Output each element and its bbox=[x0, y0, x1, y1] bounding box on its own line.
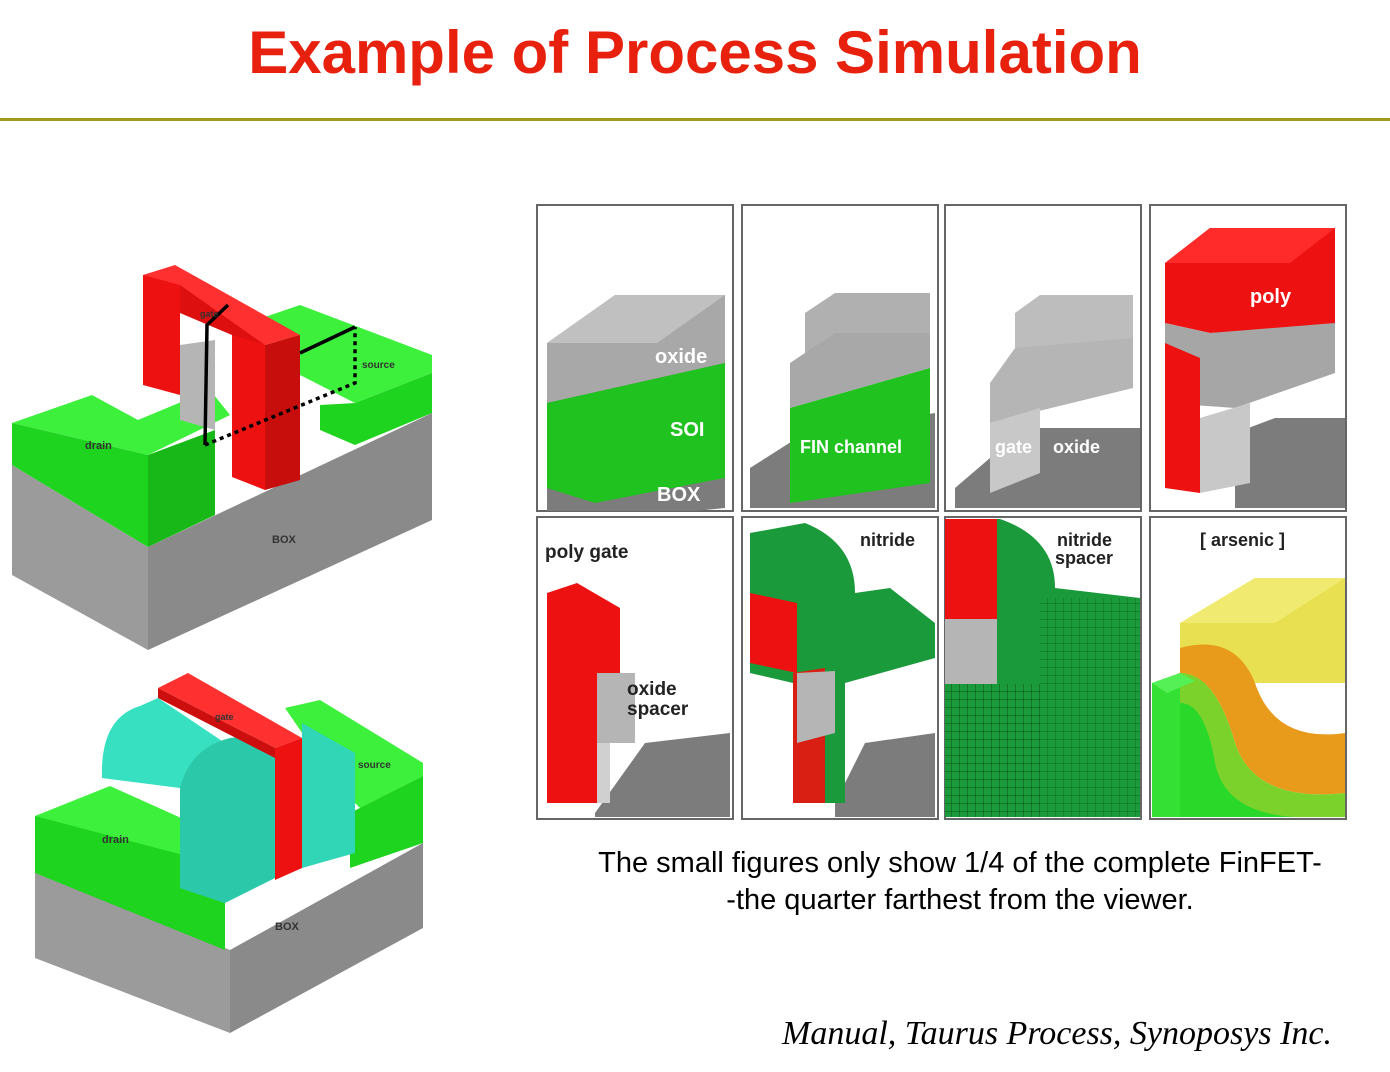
box-front bbox=[12, 465, 148, 650]
panel-step-3: gate oxide bbox=[944, 204, 1142, 512]
slide-title: Example of Process Simulation bbox=[248, 19, 1142, 86]
caption-line-2: -the quarter farthest from the viewer. bbox=[726, 884, 1194, 916]
process-steps-grid: oxide SOI BOX FIN channel gate oxide pol… bbox=[536, 204, 1347, 820]
gate-front bbox=[275, 738, 302, 880]
label-drain: drain bbox=[102, 834, 129, 846]
gate-top bbox=[143, 265, 300, 345]
drain-front bbox=[12, 423, 148, 547]
panel-step-8: [ arsenic ] bbox=[1149, 516, 1347, 820]
drain-top bbox=[12, 390, 230, 455]
spacer-right bbox=[302, 723, 355, 868]
panel-step-4: poly bbox=[1149, 204, 1347, 512]
box-right bbox=[148, 413, 432, 650]
source-top bbox=[265, 305, 432, 403]
label-poly-gate: poly gate bbox=[545, 542, 628, 563]
panel-step-1: oxide SOI BOX bbox=[536, 204, 734, 512]
finfet-figure-spacer-structure: gate source drain BOX bbox=[35, 673, 423, 1033]
source-citation: Manual, Taurus Process, Synoposys Inc. bbox=[782, 1015, 1332, 1052]
drain-front bbox=[35, 816, 225, 950]
box-front bbox=[35, 873, 230, 1033]
caption-line-1: The small figures only show 1/4 of the c… bbox=[598, 847, 1322, 879]
gate-top bbox=[158, 673, 302, 748]
label-gate: gate bbox=[215, 712, 234, 722]
panel-step-6: nitride bbox=[741, 516, 939, 820]
gate-arch bbox=[180, 285, 265, 350]
source-front bbox=[350, 776, 423, 868]
label-nitride: nitride bbox=[1057, 530, 1112, 550]
cut-line-dotted bbox=[204, 327, 357, 447]
drain-right bbox=[148, 430, 215, 547]
source-front bbox=[320, 373, 432, 445]
box-right bbox=[230, 843, 423, 1033]
label-fin-channel: FIN channel bbox=[800, 437, 902, 457]
fin-channel bbox=[180, 340, 215, 430]
spacer-front bbox=[180, 733, 275, 903]
cut-line-solid bbox=[203, 303, 230, 446]
label-gate: gate bbox=[200, 309, 219, 319]
gate-left-leg bbox=[143, 275, 180, 395]
title-divider bbox=[0, 118, 1390, 121]
label-box: BOX bbox=[272, 534, 297, 546]
label-soi: SOI bbox=[670, 419, 704, 441]
label-spacer: spacer bbox=[1055, 548, 1113, 568]
label-source: source bbox=[362, 360, 395, 371]
panel-step-2: FIN channel bbox=[741, 204, 939, 512]
label-drain: drain bbox=[85, 440, 112, 452]
cut-line-solid-2 bbox=[299, 325, 356, 355]
gate-right-leg-side bbox=[265, 335, 300, 490]
label-nitride: nitride bbox=[860, 530, 915, 550]
gate-side bbox=[158, 688, 275, 758]
label-box: BOX bbox=[275, 921, 300, 933]
label-spacer: spacer bbox=[627, 699, 689, 720]
label-box: BOX bbox=[657, 484, 701, 506]
label-oxide: oxide bbox=[655, 346, 707, 368]
label-arsenic: [ arsenic ] bbox=[1200, 530, 1285, 550]
label-source: source bbox=[358, 760, 391, 771]
label-poly: poly bbox=[1250, 286, 1292, 308]
label-oxide: oxide bbox=[627, 679, 677, 700]
label-oxide: oxide bbox=[1053, 437, 1100, 457]
figure-caption: The small figures only show 1/4 of the c… bbox=[530, 845, 1390, 919]
gate-right-leg-front bbox=[232, 335, 265, 490]
finfet-figure-gate-structure: gate source drain BOX bbox=[12, 265, 432, 650]
panel-step-5: poly gate oxide spacer bbox=[536, 516, 734, 820]
label-gate: gate bbox=[995, 437, 1032, 457]
panel-step-7: nitride spacer bbox=[944, 516, 1142, 820]
